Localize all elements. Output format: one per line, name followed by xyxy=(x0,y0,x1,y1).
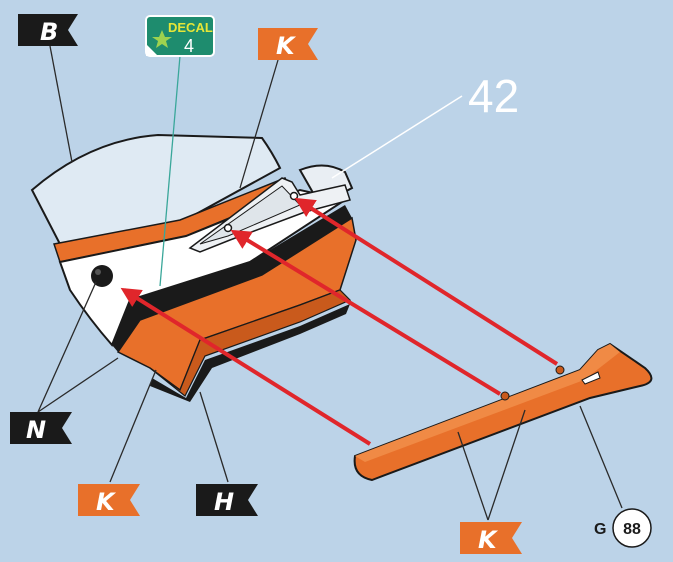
leader-k-bl xyxy=(110,370,156,482)
flag-n-letter: N xyxy=(26,416,46,444)
body-assembly xyxy=(32,135,356,402)
separate-part-top xyxy=(355,344,620,462)
flag-k-top: K xyxy=(258,28,318,60)
peg-2 xyxy=(556,366,564,374)
page-ref-letter: G xyxy=(594,521,606,538)
leader-b xyxy=(50,46,72,162)
flag-k-bottom-left: K xyxy=(78,484,140,516)
leader-k-br-1 xyxy=(458,432,488,520)
separate-part-body xyxy=(355,344,652,480)
leader-g xyxy=(580,406,622,508)
decal-label: DECAL xyxy=(168,20,213,35)
hole-2 xyxy=(291,193,298,200)
flag-b-letter: B xyxy=(40,18,58,46)
flag-k-bottom-right-letter: K xyxy=(478,526,499,554)
flag-k-bottom-left-letter: K xyxy=(96,488,117,516)
hole-1 xyxy=(225,225,232,232)
flag-k-bottom-right: K xyxy=(460,522,522,554)
flag-k-top-letter: K xyxy=(276,32,297,60)
page-ref-number: 88 xyxy=(623,521,641,538)
knob-highlight xyxy=(95,269,101,275)
part-number: 42 xyxy=(468,70,519,122)
page-reference: G 88 xyxy=(594,509,651,547)
flag-h: H xyxy=(196,484,258,516)
decal-number: 4 xyxy=(184,36,194,56)
flag-h-letter: H xyxy=(214,488,234,516)
leader-42 xyxy=(332,96,462,178)
leader-h xyxy=(200,392,228,482)
knob xyxy=(91,265,113,287)
decal-badge: DECAL 4 xyxy=(146,16,214,56)
separate-part xyxy=(355,344,652,480)
flag-n: N xyxy=(10,412,72,444)
flag-b: B xyxy=(18,14,78,46)
peg-1 xyxy=(501,392,509,400)
